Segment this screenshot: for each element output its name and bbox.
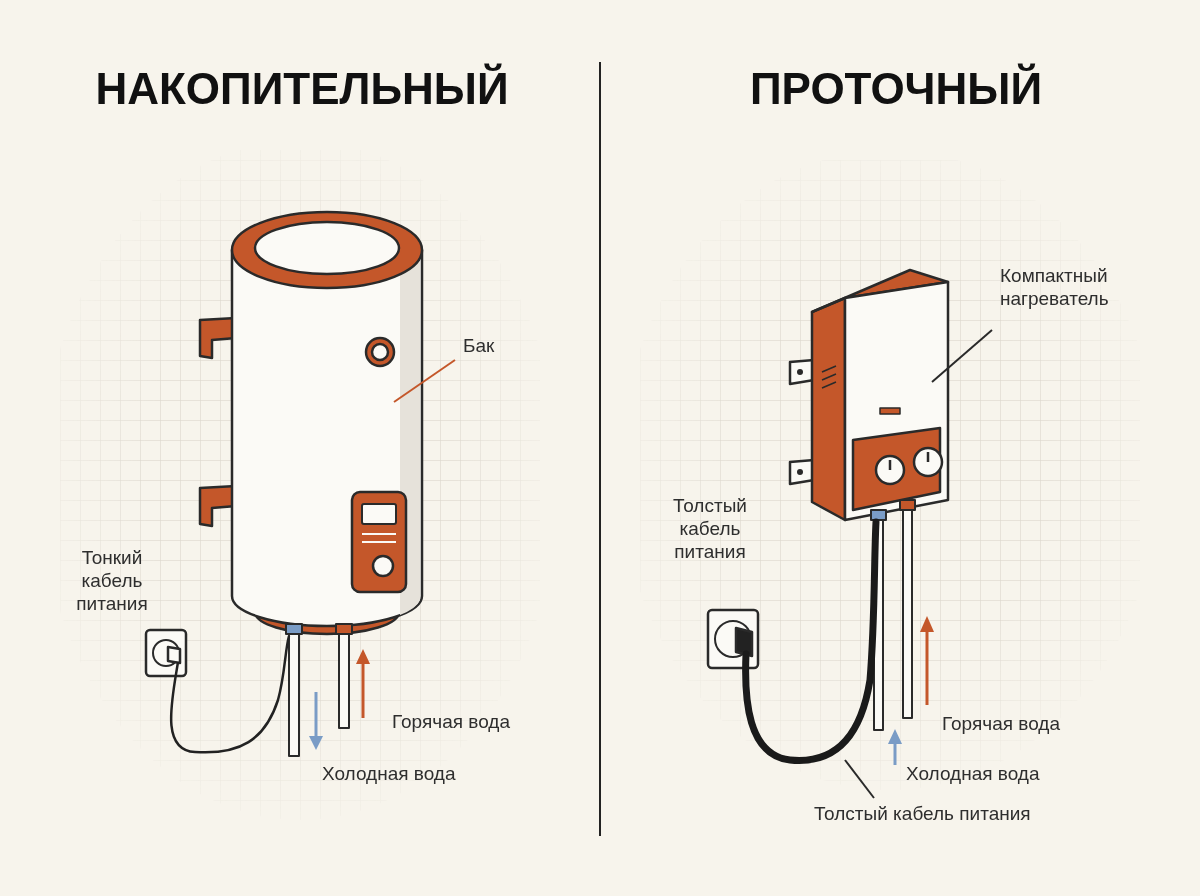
leader-line	[394, 360, 455, 402]
part-label: Компактный нагреватель	[1000, 264, 1150, 310]
line-shape	[822, 374, 836, 380]
knob	[876, 456, 904, 484]
pipe	[339, 628, 349, 728]
flow-arrows	[888, 616, 934, 765]
tank-top-inner	[255, 222, 399, 274]
flow-label: Холодная вода	[322, 762, 455, 785]
polygon-shape	[888, 729, 902, 744]
panel-title: ПРОТОЧНЫЙ	[750, 64, 1042, 114]
panel-title: НАКОПИТЕЛЬНЫЙ	[95, 64, 508, 114]
pipe	[903, 508, 912, 718]
part-label: Тонкий кабель питания	[60, 546, 164, 615]
fitting	[900, 500, 915, 510]
bracket	[790, 360, 814, 384]
indicator	[880, 408, 900, 414]
socket-thin	[146, 630, 289, 752]
divider	[599, 62, 601, 836]
part-label: Толстый кабель питания	[658, 494, 762, 563]
line-shape	[926, 630, 929, 705]
polygon-shape	[356, 649, 370, 664]
tank-top	[232, 212, 422, 288]
fitting	[286, 624, 302, 634]
bracket	[790, 460, 814, 484]
rect-shape	[60, 150, 540, 830]
rect-shape	[146, 630, 186, 676]
heater-side	[812, 298, 845, 520]
flow-label: Холодная вода	[906, 762, 1039, 785]
rect-shape	[640, 160, 1140, 810]
part-label: Толстый кабель питания	[814, 802, 1031, 825]
fitting	[336, 624, 352, 634]
bracket	[200, 486, 236, 526]
circle-shape	[153, 640, 179, 666]
thick-cable	[746, 522, 876, 760]
circle-shape	[797, 369, 803, 375]
line-shape	[927, 452, 930, 462]
gauge	[366, 338, 394, 366]
gauge-face	[372, 344, 388, 360]
circle-shape	[797, 469, 803, 475]
plug	[168, 647, 180, 663]
knob	[373, 556, 393, 576]
leader-line	[845, 760, 874, 798]
flow-label: Горячая вода	[942, 712, 1060, 735]
part-label: Бак	[463, 334, 494, 357]
line-shape	[315, 692, 318, 738]
display	[362, 504, 396, 524]
rect-shape	[708, 610, 758, 668]
line-shape	[362, 541, 396, 543]
line-shape	[822, 366, 836, 372]
line-shape	[362, 662, 365, 718]
flow-label: Горячая вода	[392, 710, 510, 733]
line-shape	[362, 533, 396, 535]
line-shape	[889, 460, 892, 470]
polygon-shape	[920, 616, 934, 632]
leader-line	[932, 330, 992, 382]
polygon-shape	[309, 736, 323, 750]
heater-front	[845, 282, 948, 520]
pipe	[289, 628, 299, 756]
line-shape	[822, 382, 836, 388]
thin-cable	[171, 636, 289, 752]
storage-heater	[200, 212, 422, 756]
bracket	[200, 318, 236, 358]
knob	[914, 448, 942, 476]
control-panel	[352, 492, 406, 592]
flow-arrows	[309, 649, 370, 750]
line-shape	[894, 742, 897, 765]
fitting	[871, 510, 886, 520]
tank-body	[232, 250, 422, 626]
